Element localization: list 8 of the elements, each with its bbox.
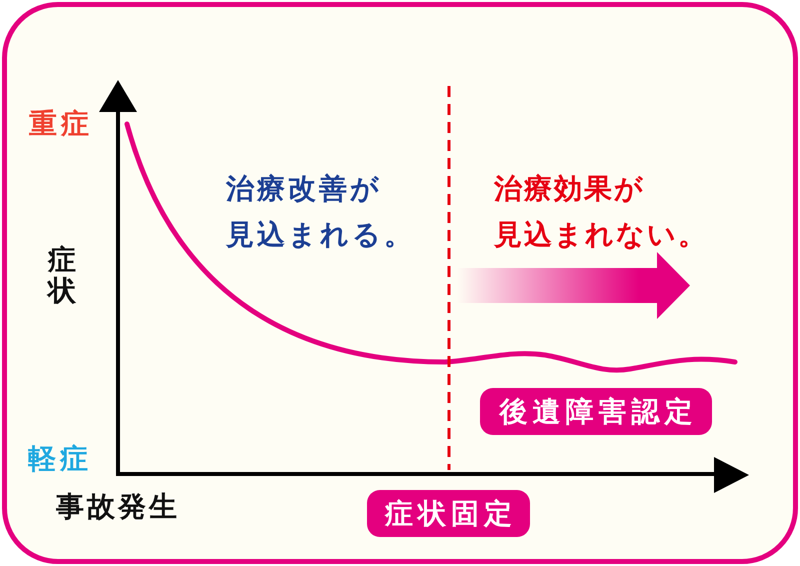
- tag-badge: 後遺障害認定: [480, 388, 712, 435]
- tag-badge: 症状固定: [367, 490, 530, 537]
- annotation-text: 治療効果が見込まれない。: [494, 171, 708, 253]
- axis-title: 症状: [46, 244, 77, 306]
- axis-label: 重症: [29, 108, 93, 140]
- axis-label: 軽症: [28, 443, 92, 476]
- axis-label: 事故発生: [56, 491, 180, 524]
- annotation-text: 治療改善が見込まれる。: [226, 171, 415, 253]
